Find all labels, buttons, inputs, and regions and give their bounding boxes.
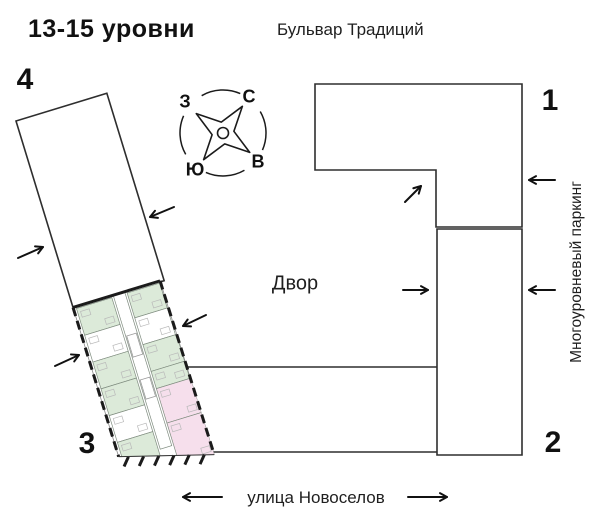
balcony-tooth (153, 455, 161, 467)
core-stairs (126, 332, 157, 400)
arrow-building1-court (404, 185, 422, 203)
furniture-mark (80, 308, 92, 318)
plan-wall-top (72, 279, 161, 309)
furniture-mark (96, 361, 108, 372)
entrance-arrows-layer (17, 175, 556, 502)
arrow-parking-north (528, 175, 556, 185)
furniture-mark (186, 403, 198, 413)
furniture-mark (159, 325, 171, 336)
compass-south-label: Ю (185, 159, 205, 180)
furniture-mark (112, 342, 124, 352)
parking-label: Многоуровневый паркинг (568, 181, 585, 363)
compass-east-label: В (251, 151, 265, 172)
balcony-tooth (137, 455, 145, 467)
furniture-mark (136, 422, 149, 432)
compass-north-label: С (242, 86, 256, 107)
building-3-plan[interactable] (71, 279, 218, 486)
page-title: 13-15 уровни (28, 15, 195, 43)
balcony-tooth (183, 454, 191, 466)
balcony-tooth (122, 456, 130, 468)
balcony-tooth (198, 453, 206, 465)
compass-west-label: З (179, 91, 191, 112)
furniture-mark (168, 352, 181, 362)
building-2-number[interactable]: 2 (544, 426, 562, 459)
furniture-mark (159, 388, 172, 398)
arrow-street-east (407, 492, 448, 502)
arrow-street-west (182, 492, 223, 502)
plan-wall-bottom (118, 454, 215, 458)
arrow-building2-court (402, 285, 429, 295)
furniture-mark (120, 369, 132, 379)
courtyard-label: Двор (271, 272, 319, 295)
plan-wall-left (71, 307, 121, 458)
compass-rose (179, 89, 267, 177)
furniture-mark (88, 335, 100, 345)
building-2-shape[interactable] (436, 228, 523, 456)
furniture-mark (151, 299, 163, 309)
furniture-mark (146, 344, 158, 354)
building-1-shape[interactable] (314, 83, 523, 228)
furniture-mark (138, 317, 150, 328)
arrow-building3-west (54, 353, 80, 367)
arrow-building4-west (17, 245, 44, 259)
arrow-parking-south (528, 285, 556, 295)
balcony-teeth (122, 453, 206, 468)
furniture-mark (112, 415, 125, 425)
compass-hub (216, 126, 230, 140)
furniture-mark (120, 442, 133, 452)
building-1-number[interactable]: 1 (541, 84, 559, 117)
street-bottom-label: улица Новоселов (247, 488, 385, 507)
building-3-number[interactable]: 3 (78, 427, 96, 460)
building-4-shape[interactable] (15, 92, 166, 310)
furniture-mark (174, 369, 186, 379)
furniture-mark (128, 395, 141, 406)
street-top-label: Бульвар Традиций (277, 20, 424, 39)
furniture-mark (130, 292, 142, 303)
apartment-units-layer (76, 282, 215, 478)
furniture-mark (104, 388, 116, 398)
building-4-number[interactable]: 4 (16, 63, 34, 96)
furniture-mark (104, 315, 116, 325)
furniture-mark (200, 445, 212, 455)
compass-circle (179, 89, 267, 177)
plan-wall-right (158, 280, 216, 456)
balcony-tooth (168, 454, 176, 466)
arrow-building3-east (182, 314, 207, 328)
furniture-mark (154, 371, 166, 381)
furniture-mark (170, 422, 182, 433)
arrow-building4-east (149, 206, 175, 219)
